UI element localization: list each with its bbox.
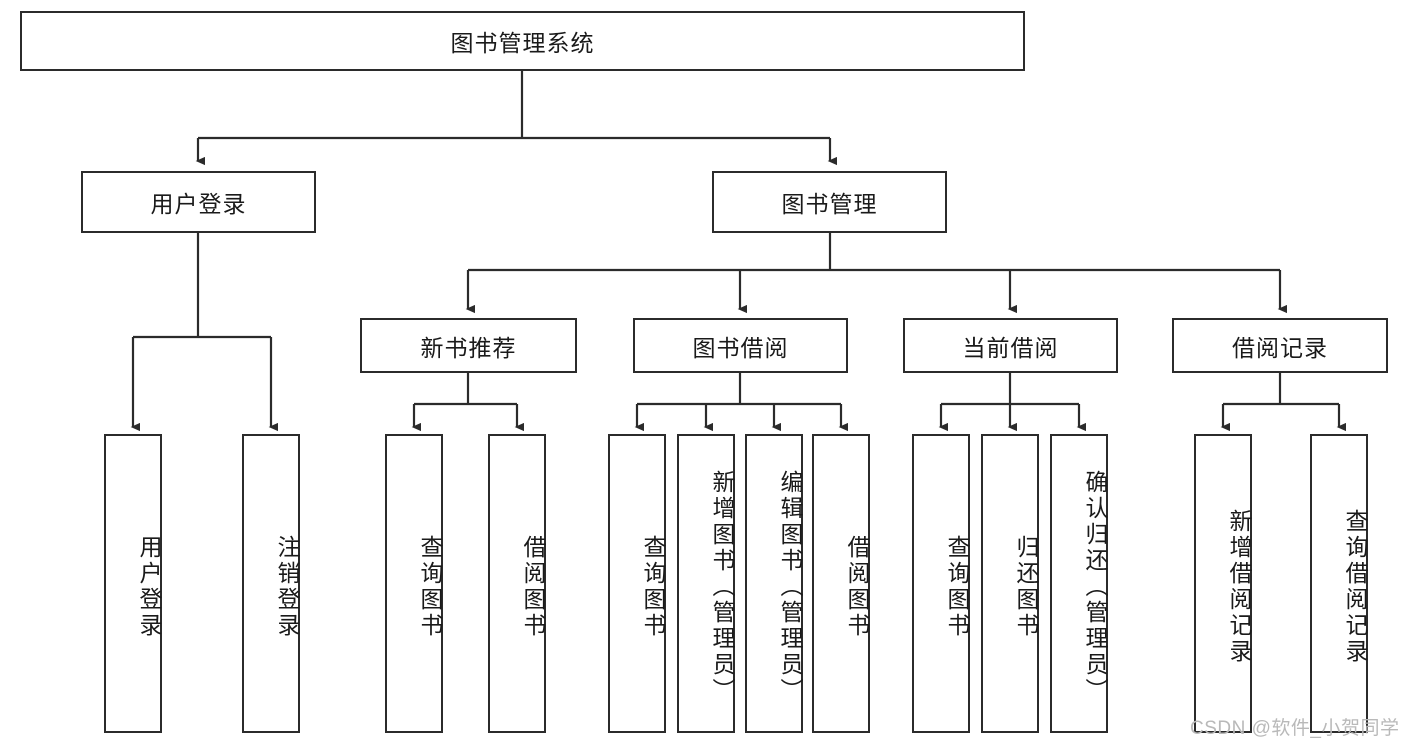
leaf-borrow-book-1[interactable]: 借阅图书 [488, 434, 546, 733]
node-book-management-system[interactable]: 图书管理系统 [20, 11, 1025, 71]
leaf-label: 用户登录 [136, 534, 162, 639]
leaf-label: 查询图书 [417, 534, 443, 639]
node-label: 图书管理系统 [450, 30, 595, 56]
leaf-edit-book[interactable]: 编辑图书（管理员） [745, 434, 803, 733]
leaf-label: 确认归还（管理员） [1082, 469, 1108, 704]
node-label: 图书借阅 [692, 334, 789, 361]
leaf-user-login[interactable]: 用户登录 [104, 434, 162, 733]
leaf-query-record[interactable]: 查询借阅记录 [1310, 434, 1368, 733]
node-label: 借阅记录 [1232, 334, 1328, 361]
leaf-label: 新增图书（管理员） [709, 469, 735, 704]
leaf-query-book-1[interactable]: 查询图书 [385, 434, 443, 733]
leaf-query-book-3[interactable]: 查询图书 [912, 434, 970, 733]
leaf-label: 注销登录 [274, 534, 300, 639]
leaf-label: 借阅图书 [520, 534, 546, 639]
node-user-login[interactable]: 用户登录 [81, 171, 316, 233]
leaf-add-record[interactable]: 新增借阅记录 [1194, 434, 1252, 733]
leaf-return-book[interactable]: 归还图书 [981, 434, 1039, 733]
leaf-query-book-2[interactable]: 查询图书 [608, 434, 666, 733]
leaf-confirm-return[interactable]: 确认归还（管理员） [1050, 434, 1108, 733]
node-label: 当前借阅 [962, 334, 1059, 361]
leaf-label: 查询图书 [640, 534, 666, 639]
node-new-book-recommend[interactable]: 新书推荐 [360, 318, 577, 373]
node-current-borrow[interactable]: 当前借阅 [903, 318, 1118, 373]
node-book-management[interactable]: 图书管理 [712, 171, 947, 233]
leaf-add-book[interactable]: 新增图书（管理员） [677, 434, 735, 733]
leaf-label: 编辑图书（管理员） [777, 469, 803, 704]
node-borrow-record[interactable]: 借阅记录 [1172, 318, 1388, 373]
node-label: 图书管理 [781, 191, 878, 217]
leaf-label: 归还图书 [1013, 534, 1039, 639]
csdn-watermark: CSDN @软件_小贺同学 [1190, 718, 1400, 739]
leaf-label: 借阅图书 [844, 534, 870, 639]
node-label: 用户登录 [150, 191, 247, 217]
leaf-logout-login[interactable]: 注销登录 [242, 434, 300, 733]
node-book-borrow[interactable]: 图书借阅 [633, 318, 848, 373]
leaf-borrow-book-2[interactable]: 借阅图书 [812, 434, 870, 733]
leaf-label: 查询借阅记录 [1342, 508, 1368, 665]
node-label: 新书推荐 [420, 334, 517, 361]
leaf-label: 查询图书 [944, 534, 970, 639]
leaf-label: 新增借阅记录 [1226, 508, 1252, 665]
